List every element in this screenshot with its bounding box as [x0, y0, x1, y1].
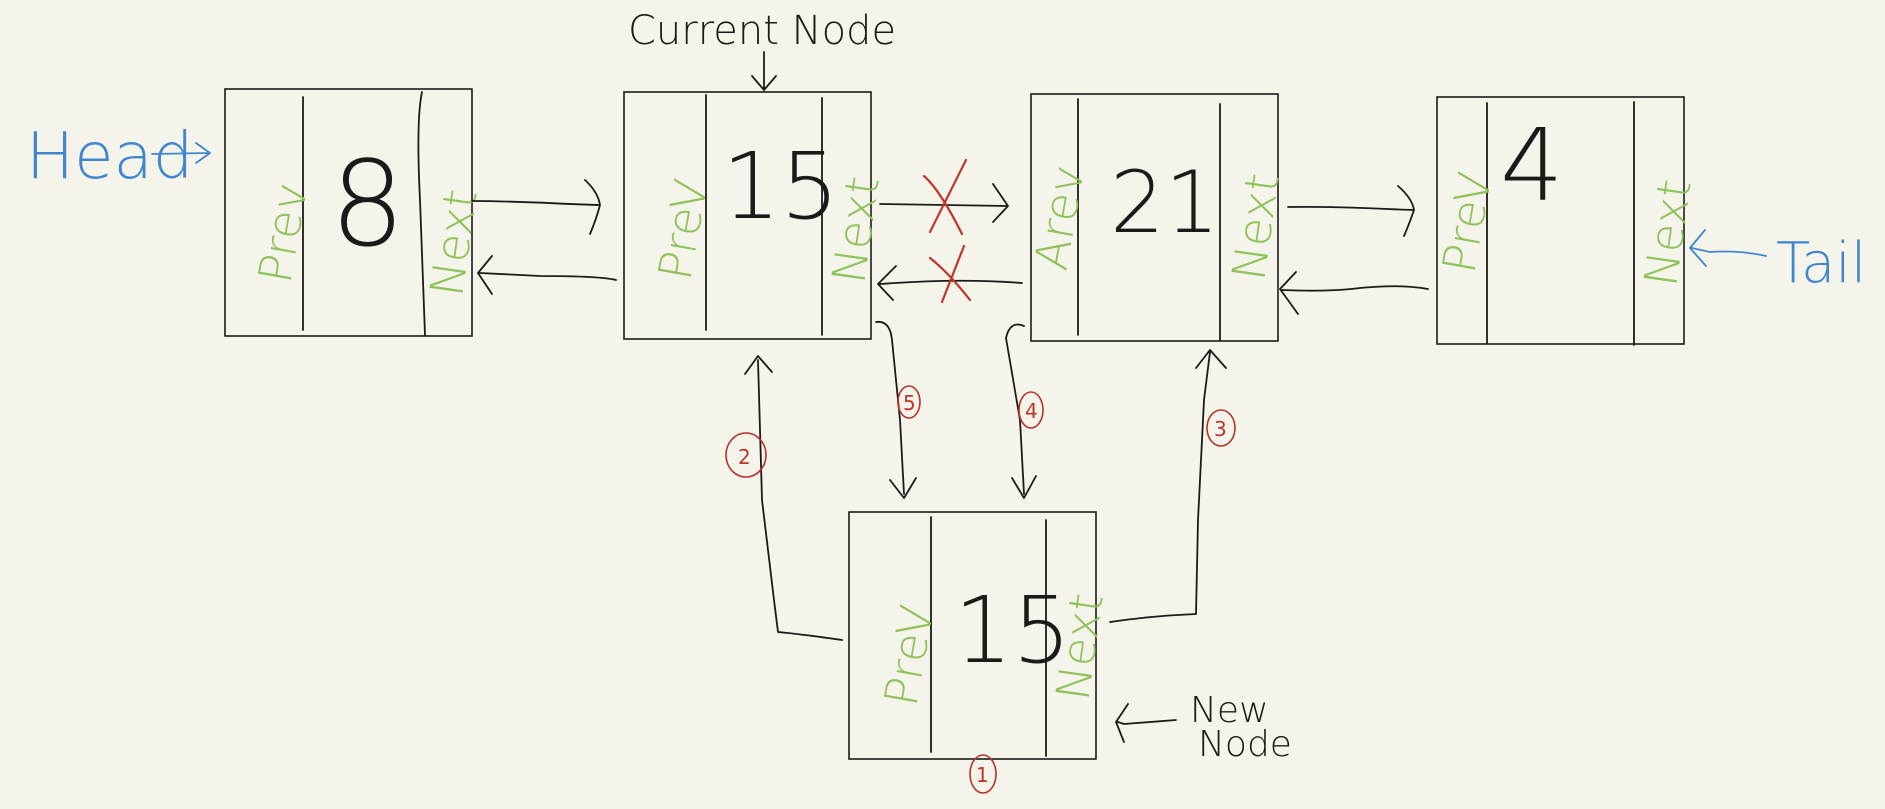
new-node-15: PreV 15 Next — [848, 511, 1114, 760]
cross-mark-prev — [928, 244, 972, 304]
prev-field-label: PreV — [874, 601, 945, 710]
next-field-label: Next — [1221, 170, 1289, 284]
head-label: Head — [26, 120, 193, 194]
node-value: 4 — [1500, 107, 1564, 224]
next-arrow-8-to-15 — [471, 179, 601, 235]
current-node-label: Current Node — [628, 8, 896, 54]
next-field-label: Next — [419, 186, 487, 300]
node-4: PreV 4 Next — [1432, 96, 1702, 346]
node21-prev-to-new-arrow — [1005, 323, 1037, 499]
step-marker-5: 5 — [897, 385, 921, 419]
step-circle — [1206, 409, 1236, 447]
prev-field-label: Prev — [248, 179, 319, 287]
prev-arrow-4-to-21 — [1279, 271, 1429, 315]
prev-field-label: PreV — [648, 175, 719, 284]
step-circle — [1018, 391, 1044, 429]
node-box — [1030, 93, 1279, 342]
new-node-arrow — [1115, 703, 1177, 743]
prev-arrow-21-to-15 — [877, 265, 1023, 301]
new-node-label-line1: New — [1190, 690, 1269, 731]
node-box — [1436, 96, 1685, 345]
new-prev-to-current-arrow — [744, 355, 843, 641]
prev-field-label: PreV — [1432, 168, 1503, 277]
new-node-label-line2: Node — [1198, 724, 1292, 765]
step-marker-4: 4 — [1018, 391, 1044, 429]
current-node-arrow — [751, 51, 777, 91]
step-marker-2: 2 — [725, 432, 767, 478]
next-field-label: Next — [1633, 176, 1701, 290]
node-box — [848, 511, 1097, 760]
node-15-current: PreV 15 Next — [623, 91, 890, 340]
cross-mark-next — [922, 158, 968, 236]
node-value: 15 — [722, 133, 839, 240]
step-circle — [725, 432, 767, 478]
node-value: 21 — [1110, 153, 1219, 253]
node-box — [224, 88, 473, 337]
new-next-to-21-arrow — [1109, 349, 1227, 623]
node-value: 15 — [954, 577, 1071, 684]
step-circle — [897, 385, 921, 419]
current-next-to-new-arrow — [875, 320, 917, 499]
step-number: 1 — [976, 763, 989, 787]
prev-field-label: Arev — [1024, 161, 1095, 274]
step-number: 3 — [1214, 417, 1227, 441]
step-marker-3: 3 — [1206, 409, 1236, 447]
prev-arrow-15-to-8 — [477, 255, 617, 295]
node-box — [623, 91, 872, 340]
step-circle — [969, 754, 997, 794]
step-number: 2 — [738, 445, 751, 469]
divider — [417, 91, 426, 336]
tail-label: Tail — [1776, 231, 1866, 296]
tail-arrow — [1689, 229, 1767, 267]
step-marker-1: 1 — [969, 754, 997, 794]
node-value: 8 — [330, 135, 405, 273]
step-number: 4 — [1025, 399, 1038, 423]
next-arrow-21-to-4 — [1287, 185, 1415, 237]
head-arrow — [151, 142, 211, 164]
node-8: Prev 8 Next — [224, 88, 488, 337]
node-21: Arev 21 Next — [1024, 93, 1290, 342]
step-number: 5 — [903, 391, 916, 415]
